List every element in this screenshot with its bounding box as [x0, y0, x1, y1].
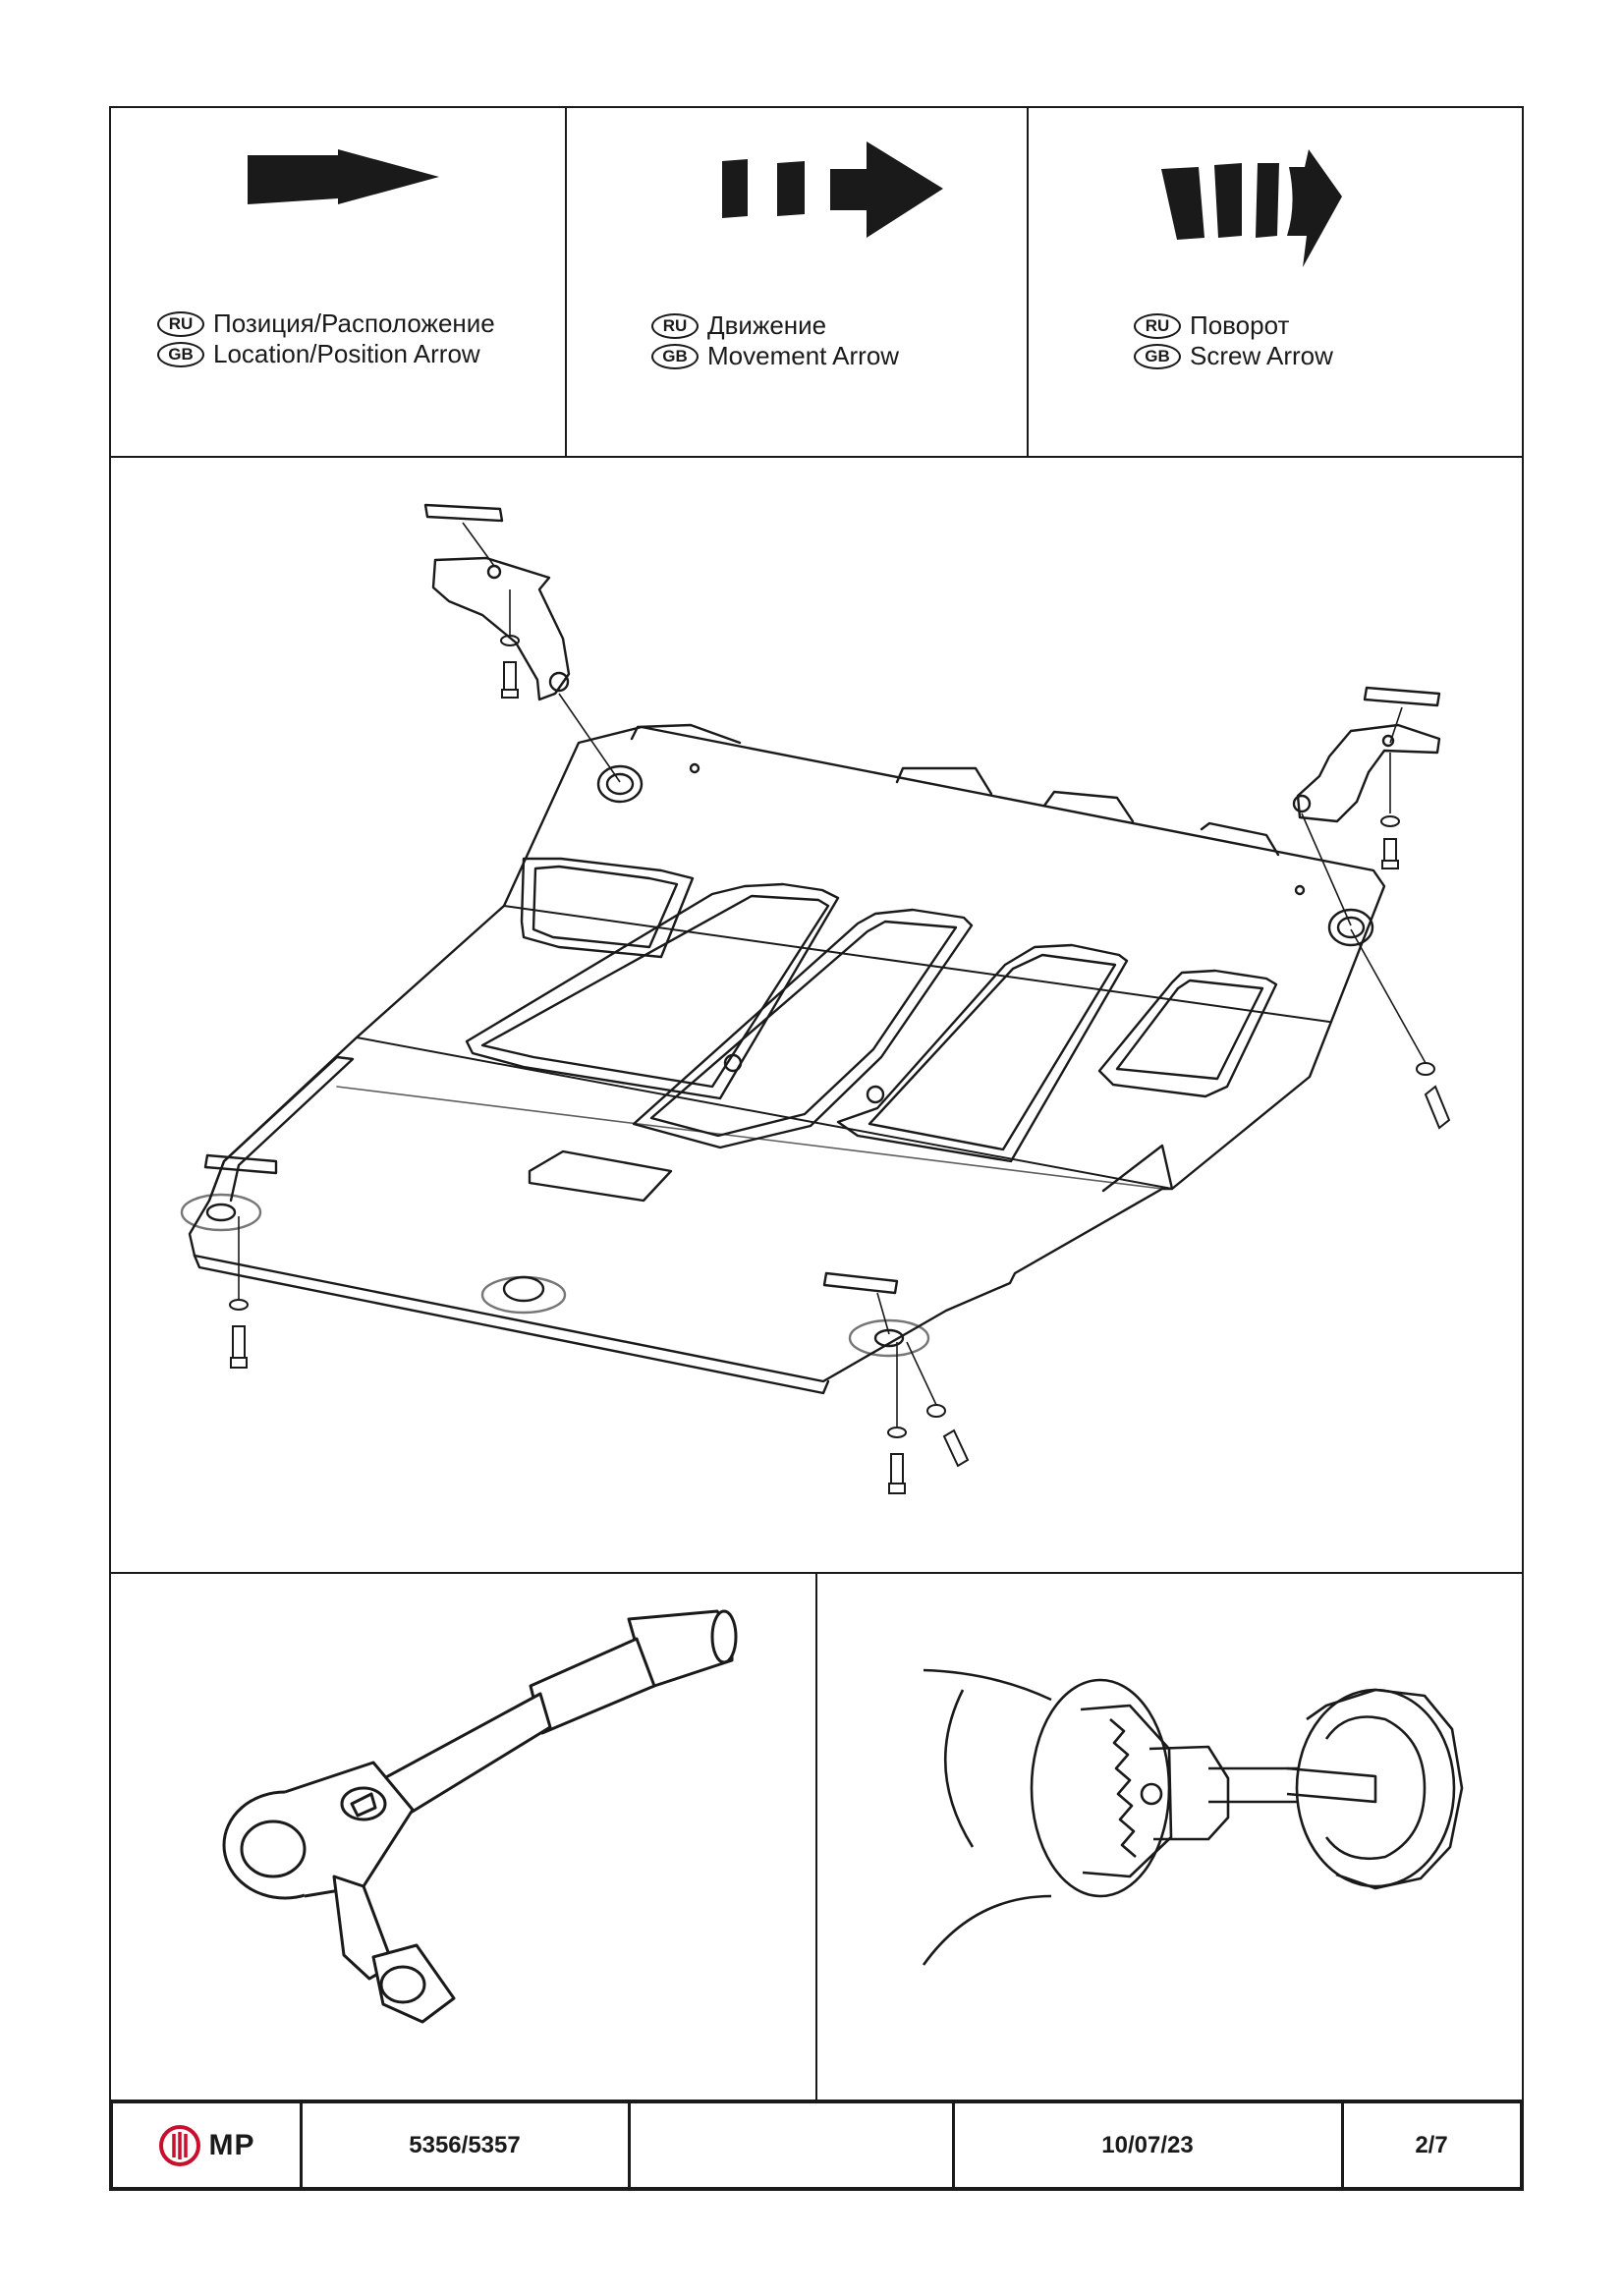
legend-column-divider-2	[1027, 106, 1029, 457]
revision-date: 10/07/23	[1101, 2131, 1194, 2158]
legend-divider	[109, 456, 1524, 458]
solid-arrow-icon	[248, 149, 439, 204]
bolts	[229, 635, 1451, 1494]
legend-label-ru: Позиция/Расположение	[213, 308, 495, 338]
bracket-right	[1292, 686, 1441, 823]
lang-badge-gb: GB	[1134, 343, 1181, 369]
legend-label-gb: Screw Arrow	[1190, 341, 1333, 370]
page-number: 2/7	[1415, 2131, 1448, 2158]
dashed-arrow-icon	[722, 141, 943, 238]
lang-badge-ru: RU	[157, 310, 204, 337]
top-flange	[630, 723, 742, 745]
curved-arrow-icon	[1161, 149, 1342, 267]
tools-column-divider	[815, 1572, 817, 2100]
ventilation-slots	[465, 857, 1278, 1163]
brand-logo-icon	[158, 2124, 200, 2166]
lang-badge-ru: RU	[651, 312, 699, 339]
title-block: MP 5356/5357 10/07/23 2/7	[109, 2100, 1524, 2191]
bracket-left	[423, 503, 571, 701]
brand-cell: MP	[113, 2103, 300, 2187]
leader-lines	[238, 522, 1427, 1427]
ratchet-wrench-icon	[222, 1609, 738, 2024]
legend-label-gb: Location/Position Arrow	[213, 339, 480, 368]
skid-plate-assembly-diagram	[180, 503, 1451, 1494]
lang-badge-ru: RU	[1134, 312, 1181, 339]
part-number: 5356/5357	[409, 2131, 521, 2158]
lang-badge-gb: GB	[651, 343, 699, 369]
legend-label-ru: Движение	[707, 310, 827, 340]
legend-label-ru: Поворот	[1190, 310, 1290, 340]
brand-name: MP	[208, 2128, 255, 2161]
blank-cell	[630, 2103, 952, 2187]
lang-badge-gb: GB	[157, 341, 204, 367]
legend-column-divider-1	[565, 106, 567, 457]
legend-label-gb: Movement Arrow	[707, 341, 900, 370]
drill-hole-saw-icon	[922, 1668, 1464, 1966]
